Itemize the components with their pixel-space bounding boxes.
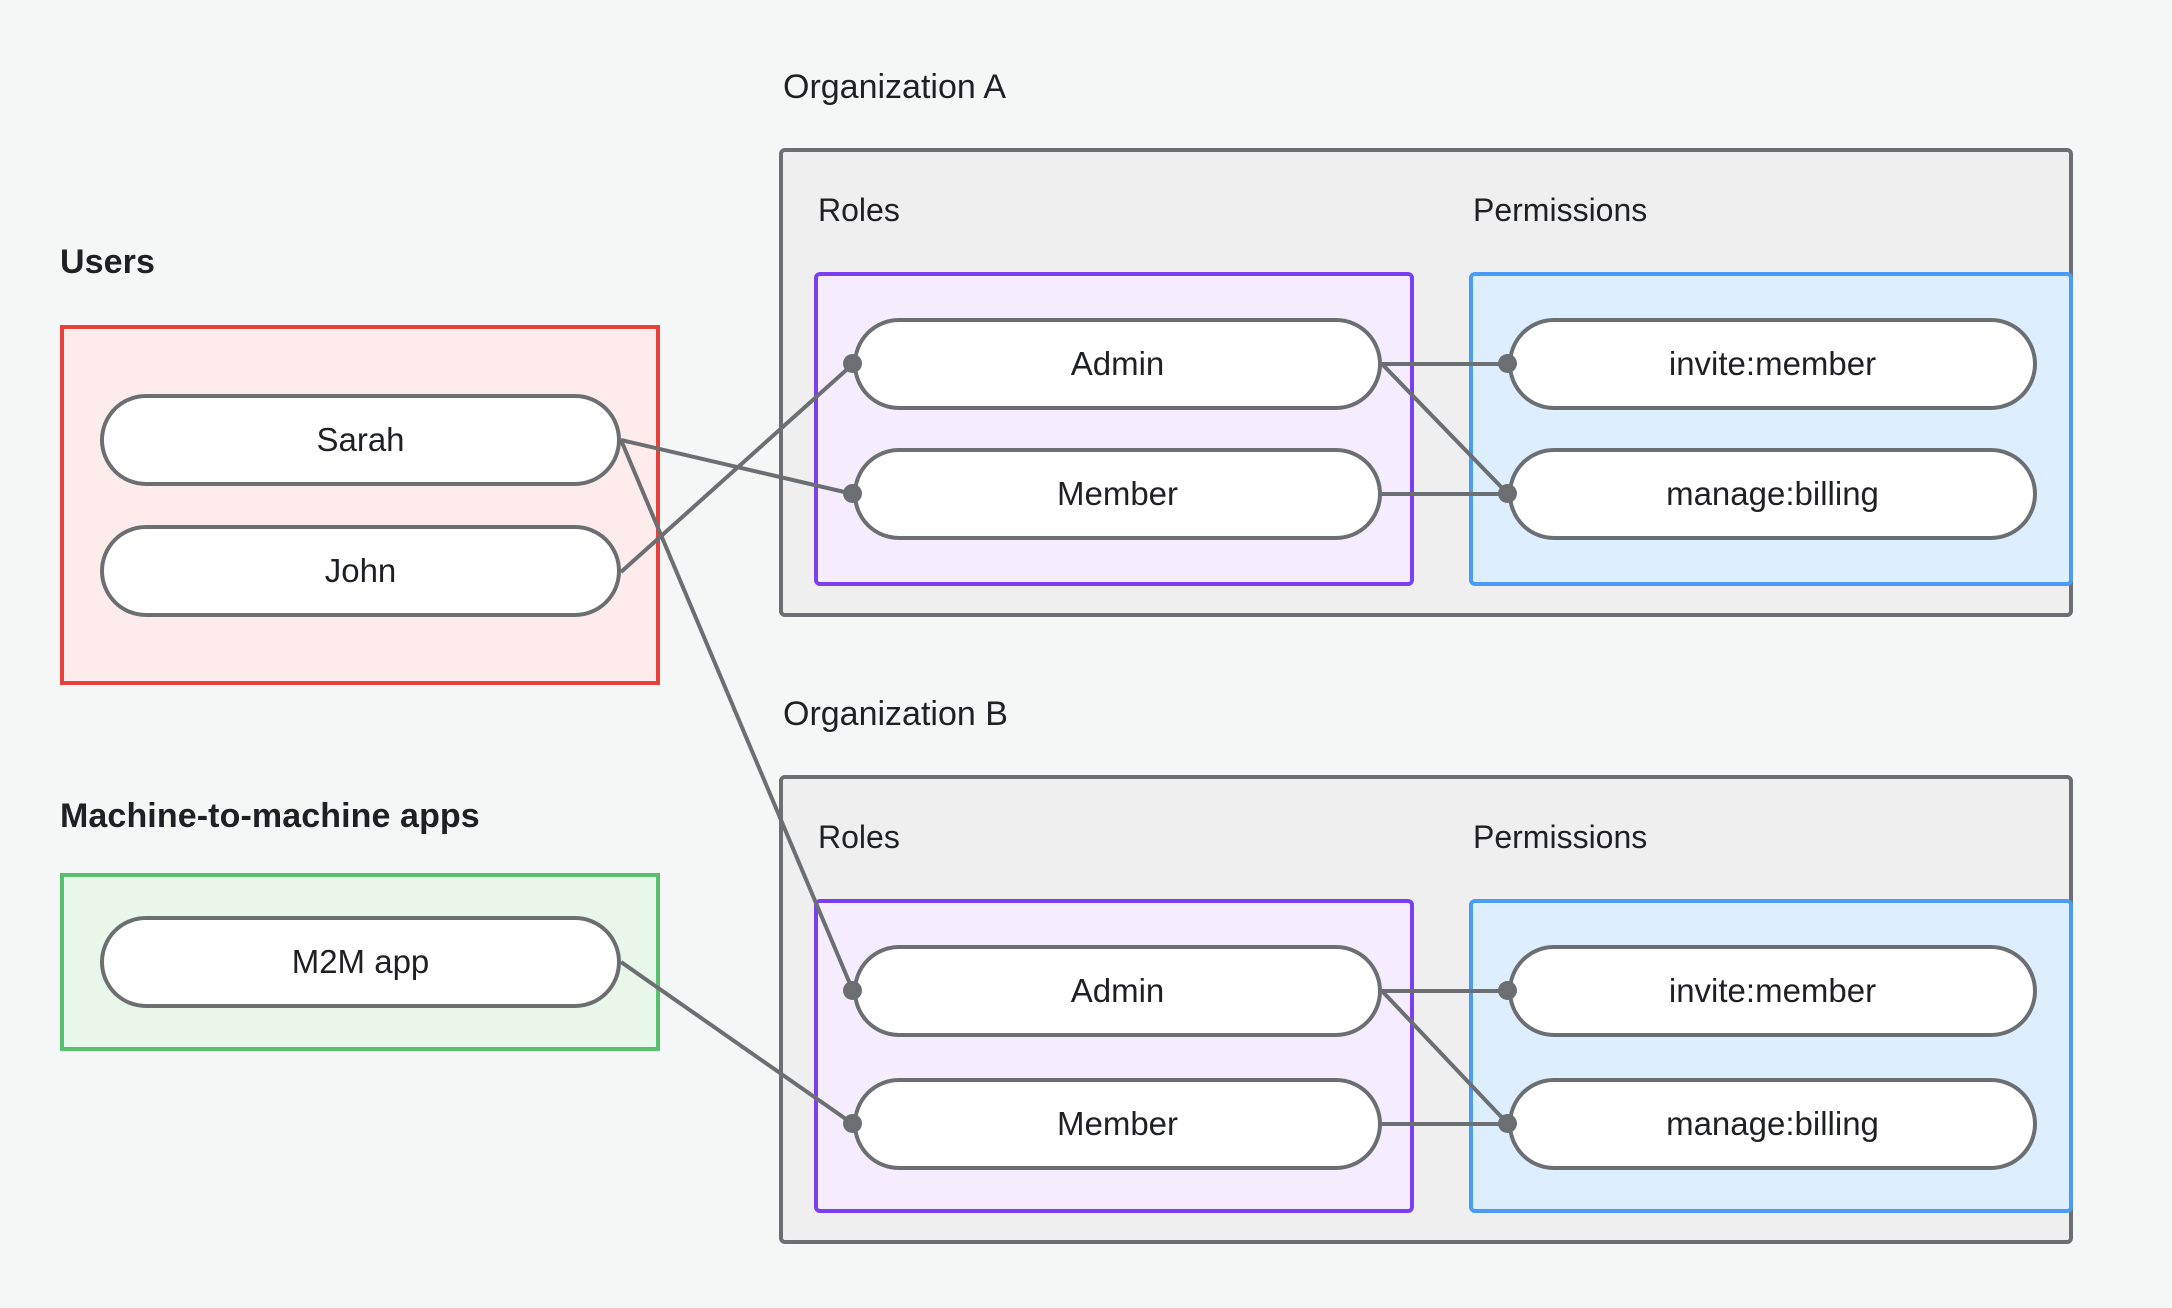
org-b-role-admin[interactable]: Admin [853, 945, 1382, 1037]
org-a-label: Organization A [783, 68, 1007, 106]
m2m-group-label: Machine-to-machine apps [60, 797, 480, 835]
org-b-permission-invite-member-port [1498, 981, 1517, 1000]
org-a-roles-label: Roles [818, 192, 900, 228]
users-group-label: Users [60, 243, 156, 281]
org-b-roles-label: Roles [818, 819, 900, 855]
user-node-john[interactable]: John [100, 525, 621, 617]
org-b-role-member-port [843, 1114, 862, 1133]
org-a-permissions-label: Permissions [1473, 192, 1648, 228]
org-b-role-member[interactable]: Member [853, 1078, 1382, 1170]
org-a-permission-invite-member-port [1498, 354, 1517, 373]
org-a-role-admin-port [843, 354, 862, 373]
users-group-box [60, 325, 660, 685]
org-a-permission-manage-billing[interactable]: manage:billing [1508, 448, 2037, 540]
m2m-node-m2m-app[interactable]: M2M app [100, 916, 621, 1008]
org-a-role-member-port [843, 484, 862, 503]
org-b-permission-manage-billing[interactable]: manage:billing [1508, 1078, 2037, 1170]
org-b-permission-manage-billing-port [1498, 1114, 1517, 1133]
org-a-role-member[interactable]: Member [853, 448, 1382, 540]
org-b-label: Organization B [783, 695, 1008, 733]
org-b-permissions-label: Permissions [1473, 819, 1648, 855]
org-a-permission-manage-billing-port [1498, 484, 1517, 503]
org-a-permission-invite-member[interactable]: invite:member [1508, 318, 2037, 410]
org-b-role-admin-port [843, 981, 862, 1000]
org-b-permission-invite-member[interactable]: invite:member [1508, 945, 2037, 1037]
user-node-sarah[interactable]: Sarah [100, 394, 621, 486]
org-a-role-admin[interactable]: Admin [853, 318, 1382, 410]
